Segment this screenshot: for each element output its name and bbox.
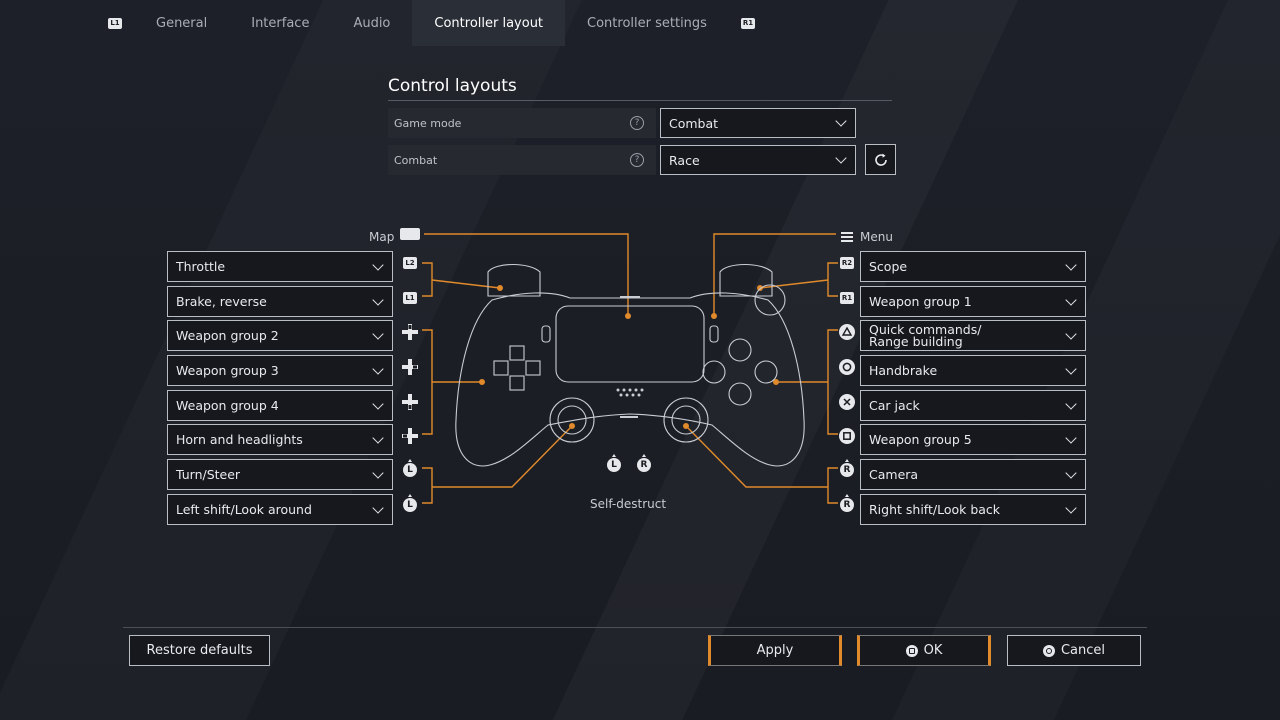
ok-label: OK xyxy=(923,643,943,658)
chevron-down-icon xyxy=(1065,327,1077,340)
combat-row: Combat ? xyxy=(388,145,656,175)
game-mode-label: Game mode xyxy=(394,116,462,130)
game-mode-value: Combat xyxy=(669,115,719,131)
quick-commands-binding-select[interactable]: Quick commands/ Range building xyxy=(860,320,1086,351)
weapon-group-5-binding-select[interactable]: Weapon group 5 xyxy=(860,424,1086,455)
tab-interface[interactable]: Interface xyxy=(251,15,310,31)
chevron-down-icon xyxy=(1065,293,1077,306)
l3-stick-icon: L xyxy=(607,454,621,472)
map-label: Map xyxy=(369,230,395,244)
tab-controller-settings[interactable]: Controller settings xyxy=(587,15,707,31)
weapon-group-3-binding-select[interactable]: Weapon group 3 xyxy=(167,355,393,386)
weapon-group-1-binding-select[interactable]: Weapon group 1 xyxy=(860,286,1086,317)
left-stick-press-icon: L xyxy=(402,494,418,513)
handbrake-binding-select[interactable]: Handbrake xyxy=(860,355,1086,386)
help-icon[interactable]: ? xyxy=(630,116,644,130)
cancel-button[interactable]: Cancel xyxy=(1007,635,1141,666)
menu-label: Menu xyxy=(860,230,893,244)
combat-layout-select[interactable]: Race xyxy=(660,145,856,175)
chevron-down-icon xyxy=(372,431,384,444)
right-shift-binding-select[interactable]: Right shift/Look back xyxy=(860,494,1086,525)
footer-divider xyxy=(123,627,1147,628)
cancel-label: Cancel xyxy=(1060,643,1106,658)
triangle-button-icon xyxy=(839,324,855,340)
chevron-down-icon xyxy=(372,327,384,340)
r3-stick-icon: R xyxy=(637,454,651,472)
chevron-down-icon xyxy=(835,152,847,164)
horn-binding-select[interactable]: Horn and headlights xyxy=(167,424,393,455)
apply-button[interactable]: Apply xyxy=(708,635,842,666)
r1-button-icon: R1 xyxy=(840,292,854,304)
chevron-down-icon xyxy=(1065,397,1077,410)
chevron-down-icon xyxy=(372,501,384,514)
l1-bumper-icon[interactable]: L1 xyxy=(108,17,122,29)
r2-button-icon: R2 xyxy=(840,257,854,269)
scope-binding-select[interactable]: Scope xyxy=(860,251,1086,282)
dpad-up-icon xyxy=(402,324,418,340)
chevron-down-icon xyxy=(372,362,384,375)
chevron-down-icon xyxy=(372,258,384,271)
steer-binding-select[interactable]: Turn/Steer xyxy=(167,459,393,490)
left-shift-binding-select[interactable]: Left shift/Look around xyxy=(167,494,393,525)
camera-binding-select[interactable]: Camera xyxy=(860,459,1086,490)
l2-button-icon: L2 xyxy=(402,255,418,271)
combat-layout-value: Race xyxy=(669,152,700,168)
help-icon[interactable]: ? xyxy=(630,153,644,167)
chevron-down-icon xyxy=(372,466,384,479)
square-button-icon xyxy=(905,644,918,657)
dpad-right-icon xyxy=(402,359,418,375)
chevron-down-icon xyxy=(1065,501,1077,514)
chevron-down-icon xyxy=(1065,362,1077,375)
weapon-group-2-binding-select[interactable]: Weapon group 2 xyxy=(167,320,393,351)
tab-general[interactable]: General xyxy=(156,15,208,31)
reset-layout-button[interactable] xyxy=(865,144,896,175)
circle-button-icon xyxy=(1042,644,1055,657)
circle-button-icon xyxy=(839,359,855,375)
throttle-binding-select[interactable]: Throttle xyxy=(167,251,393,282)
tab-controller-layout[interactable]: Controller layout xyxy=(412,0,566,46)
r1-bumper-icon[interactable]: R1 xyxy=(740,17,755,29)
keyboard-icon xyxy=(400,228,420,240)
dpad-down-icon xyxy=(402,394,418,410)
weapon-group-4-binding-select[interactable]: Weapon group 4 xyxy=(167,390,393,421)
control-layouts-title: Control layouts xyxy=(388,76,517,96)
tab-audio[interactable]: Audio xyxy=(353,15,391,31)
settings-tabbar: L1 General Interface Audio Controller la… xyxy=(96,0,767,46)
car-jack-binding-select[interactable]: Car jack xyxy=(860,390,1086,421)
chevron-down-icon xyxy=(835,115,847,127)
self-destruct-label: Self-destruct xyxy=(590,497,667,511)
left-stick-icon: L xyxy=(402,459,418,478)
brake-binding-select[interactable]: Brake, reverse xyxy=(167,286,393,317)
combat-label: Combat xyxy=(394,153,438,167)
chevron-down-icon xyxy=(372,293,384,306)
chevron-down-icon xyxy=(372,397,384,410)
cross-button-icon xyxy=(839,394,855,410)
square-button-icon xyxy=(839,428,855,444)
game-mode-row: Game mode ? xyxy=(388,108,656,138)
title-divider xyxy=(388,100,892,101)
right-stick-press-icon: R xyxy=(839,494,855,513)
chevron-down-icon xyxy=(1065,258,1077,271)
dpad-left-icon xyxy=(402,428,418,444)
game-mode-select[interactable]: Combat xyxy=(660,108,856,138)
l1-button-icon: L1 xyxy=(402,290,418,306)
chevron-down-icon xyxy=(1065,431,1077,444)
menu-icon xyxy=(841,228,853,242)
chevron-down-icon xyxy=(1065,466,1077,479)
ok-button[interactable]: OK xyxy=(857,635,991,666)
restore-defaults-button[interactable]: Restore defaults xyxy=(129,635,270,666)
refresh-icon xyxy=(874,153,887,166)
right-stick-icon: R xyxy=(839,459,855,478)
